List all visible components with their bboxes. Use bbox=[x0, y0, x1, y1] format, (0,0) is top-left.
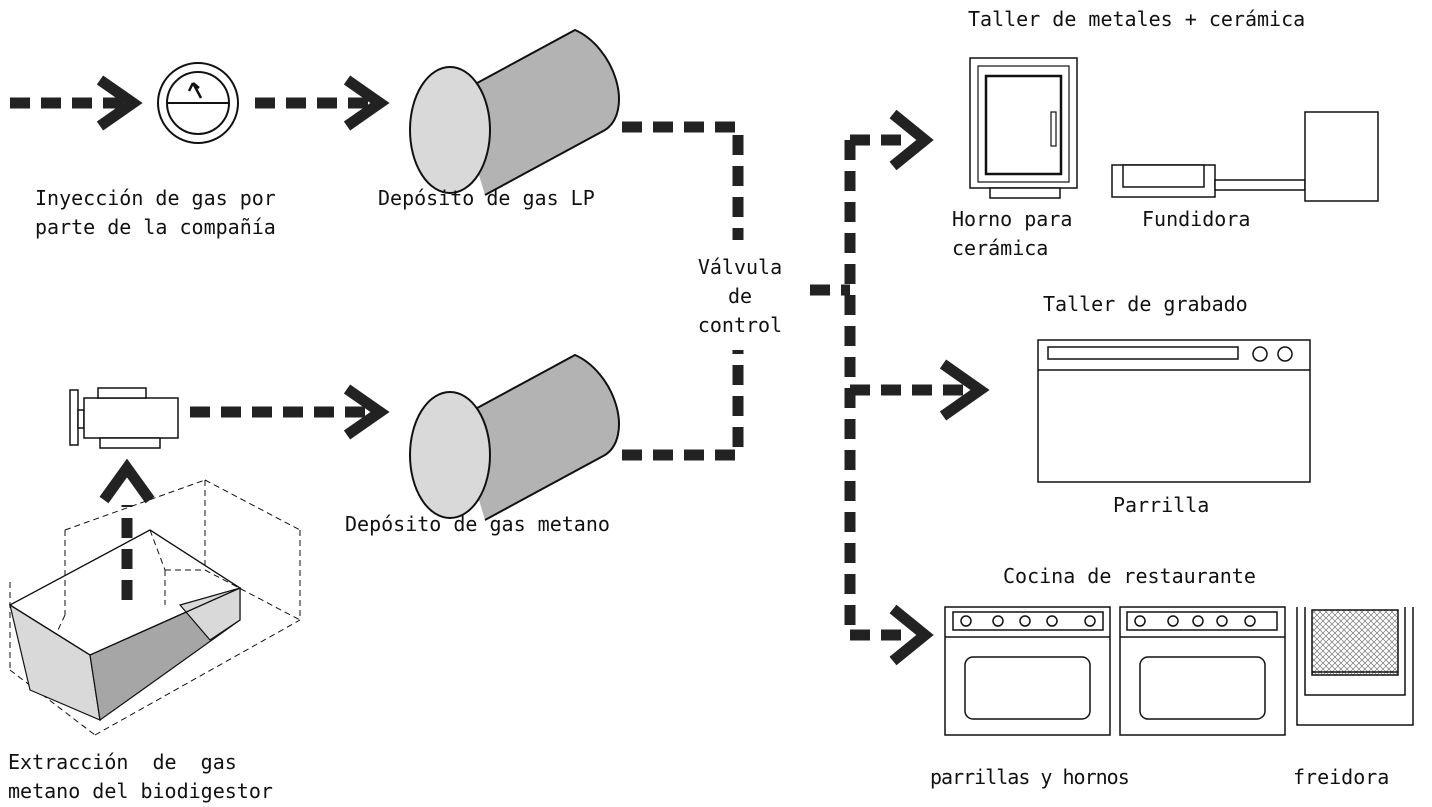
fryer-icon bbox=[1296, 607, 1414, 726]
fryer-label: freidora bbox=[1293, 765, 1390, 789]
foundry-label: Fundidora bbox=[1142, 207, 1251, 231]
grill-icon bbox=[1037, 339, 1311, 483]
ceramic-kiln-icon bbox=[969, 57, 1078, 199]
pump-icon bbox=[69, 387, 179, 449]
arrowheads bbox=[96, 75, 990, 666]
flow-methane-tank-to-valve bbox=[622, 350, 744, 461]
arrowhead-methane-tank bbox=[343, 384, 390, 440]
arrowhead-metals-workshop bbox=[889, 109, 934, 171]
arrowhead-injection bbox=[96, 75, 143, 131]
foundry-icon bbox=[1111, 111, 1379, 202]
lp-tank-icon bbox=[409, 28, 620, 196]
extraction-label: Extracción de gas metano del biodigestor bbox=[8, 750, 273, 803]
methane-tank-label: Depósito de gas metano bbox=[345, 512, 610, 536]
arrowhead-lp-tank bbox=[343, 75, 390, 131]
engraving-workshop-title: Taller de grabado bbox=[1043, 292, 1248, 316]
arrowhead-pump bbox=[99, 458, 155, 504]
biodigester-icon bbox=[8, 479, 301, 736]
kitchen-title: Cocina de restaurante bbox=[1003, 564, 1256, 588]
lp-tank-label: Depósito de gas LP bbox=[378, 186, 595, 210]
gas-meter-icon bbox=[157, 62, 239, 144]
stove-2-icon bbox=[1119, 606, 1286, 736]
valve-label: Válvula de control bbox=[697, 255, 783, 337]
injection-label: Inyección de gas por parte de la compañí… bbox=[35, 186, 276, 239]
arrowhead-engraving-workshop bbox=[939, 359, 990, 421]
stove-1-icon bbox=[944, 606, 1111, 736]
arrowhead-kitchen bbox=[889, 604, 934, 666]
grills-ovens-label: parrillas y hornos bbox=[930, 765, 1130, 789]
grill-label: Parrilla bbox=[1113, 493, 1210, 517]
metals-workshop-title: Taller de metales + cerámica bbox=[968, 7, 1306, 31]
flow-lines bbox=[10, 97, 965, 641]
methane-tank-icon bbox=[409, 353, 620, 521]
flow-lp-tank-to-valve bbox=[622, 121, 744, 240]
ceramic-kiln-label: Horno para cerámica bbox=[952, 207, 1073, 260]
